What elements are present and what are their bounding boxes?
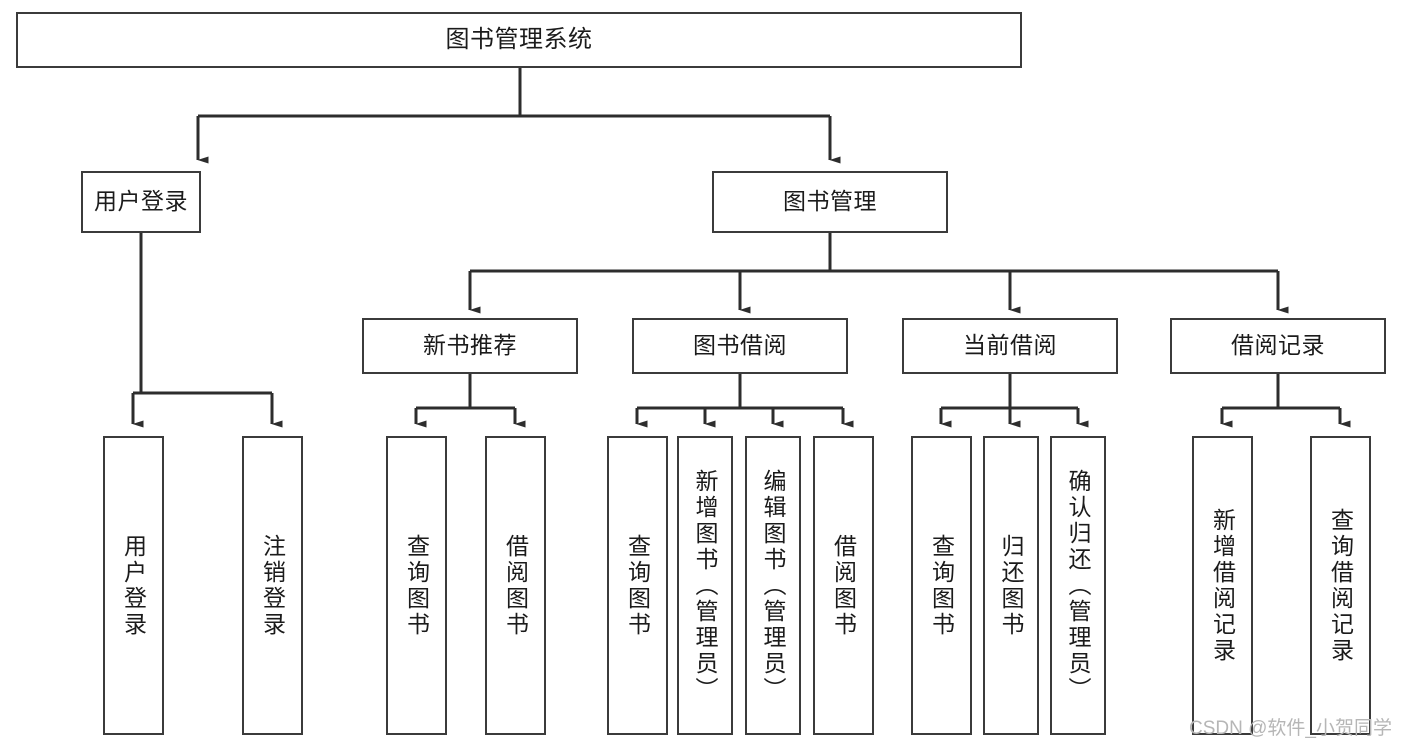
- leaf-add-book-admin[interactable]: 新增图书（管理员）: [677, 436, 733, 735]
- leaf-return-book[interactable]: 归还图书: [983, 436, 1039, 735]
- node-label: 查询借阅记录: [1327, 507, 1354, 664]
- node-book-management[interactable]: 图书管理: [712, 171, 948, 233]
- leaf-query-book-current[interactable]: 查询图书: [911, 436, 972, 735]
- node-label: 借阅记录: [1231, 332, 1325, 359]
- watermark-text: CSDN @软件_小贺同学: [1189, 718, 1392, 739]
- node-root-system[interactable]: 图书管理系统: [16, 12, 1022, 68]
- node-label: 当前借阅: [963, 332, 1057, 359]
- node-label: 注销登录: [259, 533, 286, 638]
- node-borrow-record[interactable]: 借阅记录: [1170, 318, 1386, 374]
- node-label: 新书推荐: [423, 332, 517, 359]
- node-label: 归还图书: [998, 533, 1025, 638]
- node-label: 图书借阅: [693, 332, 787, 359]
- leaf-borrow-book-recommend[interactable]: 借阅图书: [485, 436, 546, 735]
- node-label: 新增借阅记录: [1209, 507, 1236, 664]
- leaf-add-borrow-record[interactable]: 新增借阅记录: [1192, 436, 1253, 735]
- leaf-query-borrow-record[interactable]: 查询借阅记录: [1310, 436, 1371, 735]
- node-current-borrow[interactable]: 当前借阅: [902, 318, 1118, 374]
- node-new-book-recommend[interactable]: 新书推荐: [362, 318, 578, 374]
- leaf-logout[interactable]: 注销登录: [242, 436, 303, 735]
- leaf-query-book[interactable]: 查询图书: [607, 436, 668, 735]
- node-label: 查询图书: [403, 533, 430, 638]
- leaf-confirm-return-admin[interactable]: 确认归还（管理员）: [1050, 436, 1106, 735]
- node-label: 新增图书（管理员）: [692, 468, 719, 703]
- node-label: 用户登录: [120, 533, 147, 638]
- leaf-borrow-book[interactable]: 借阅图书: [813, 436, 874, 735]
- node-book-borrow[interactable]: 图书借阅: [632, 318, 848, 374]
- node-label: 图书管理: [783, 188, 877, 215]
- node-label: 借阅图书: [502, 533, 529, 638]
- leaf-user-login[interactable]: 用户登录: [103, 436, 164, 735]
- node-label: 查询图书: [928, 533, 955, 638]
- node-label: 借阅图书: [830, 533, 857, 638]
- node-label: 用户登录: [94, 188, 188, 215]
- node-user-login[interactable]: 用户登录: [81, 171, 201, 233]
- node-label: 编辑图书（管理员）: [760, 468, 787, 703]
- node-label: 图书管理系统: [445, 25, 593, 53]
- leaf-query-book-recommend[interactable]: 查询图书: [386, 436, 447, 735]
- node-label: 确认归还（管理员）: [1065, 468, 1092, 703]
- leaf-edit-book-admin[interactable]: 编辑图书（管理员）: [745, 436, 801, 735]
- node-label: 查询图书: [624, 533, 651, 638]
